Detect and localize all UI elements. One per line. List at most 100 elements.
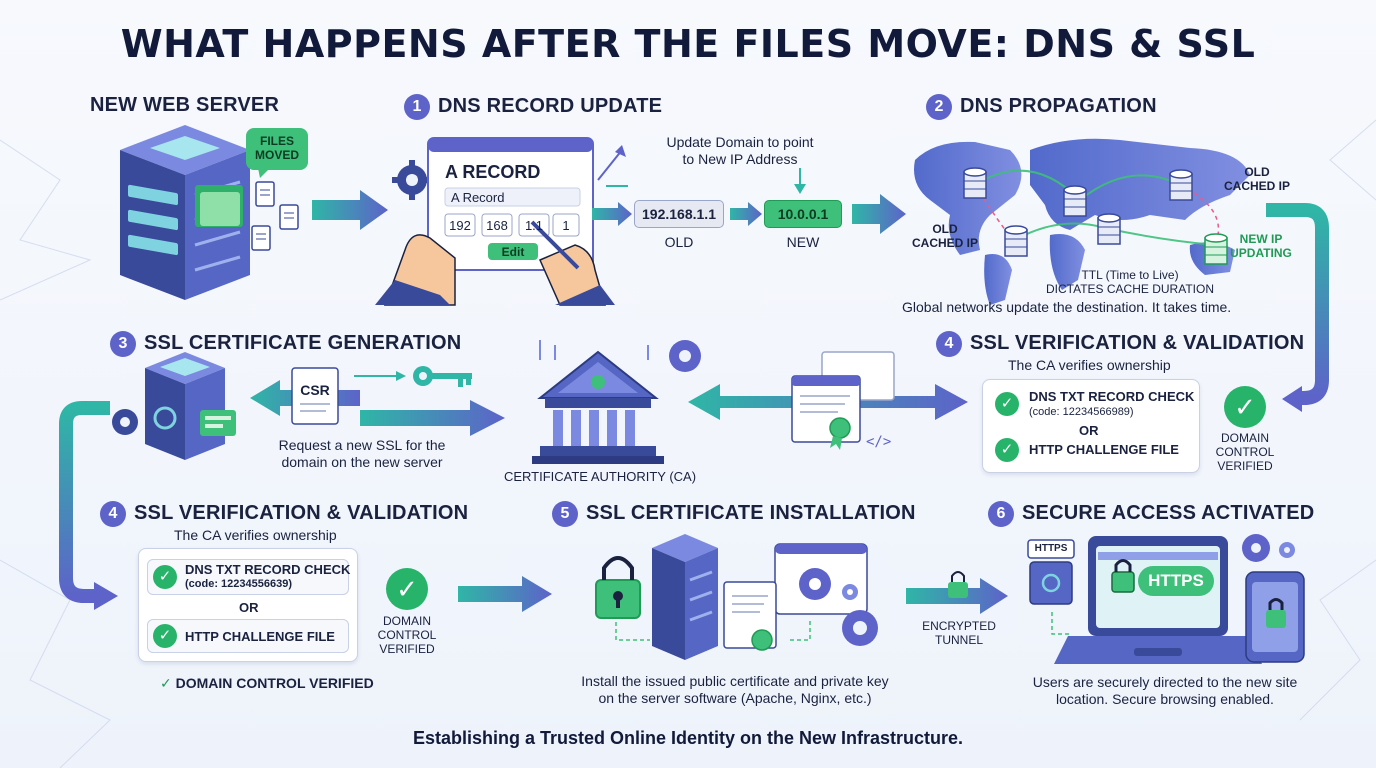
check-icon: ✓ xyxy=(995,392,1019,416)
new-ip-updating: NEW IP UPDATING xyxy=(1226,232,1296,260)
connector-map-to-verification xyxy=(1266,203,1329,405)
old-cached-ip-left: OLD CACHED IP xyxy=(910,222,980,250)
check-icon: ✓ xyxy=(153,624,177,648)
step1-heading: 1 DNS RECORD UPDATE xyxy=(404,94,662,120)
http-row-left xyxy=(147,619,349,653)
domain-verified-left-line1: DOMAIN xyxy=(383,614,431,628)
domain-verified-right-line2: CONTROL xyxy=(1215,445,1275,459)
step4-left-number: 4 xyxy=(100,501,126,527)
step6-heading-text: SECURE ACCESS ACTIVATED xyxy=(1022,502,1315,524)
old-cached-left-line2: CACHED IP xyxy=(911,236,978,250)
step1-number: 1 xyxy=(404,94,430,120)
step5-heading-text: SSL CERTIFICATE INSTALLATION xyxy=(586,502,916,524)
new-ip-box: 10.0.0.1 xyxy=(764,200,842,228)
tunnel-lock-graphic xyxy=(948,571,968,598)
files-moved-line2: MOVED xyxy=(254,148,299,162)
domain-verified-right-line3: VERIFIED xyxy=(1217,459,1273,473)
step2-heading: 2 DNS PROPAGATION xyxy=(926,94,1157,120)
check-icon: ✓ xyxy=(153,565,177,589)
dns-record-illustration xyxy=(375,137,628,306)
step6-number: 6 xyxy=(988,501,1014,527)
step2-number: 2 xyxy=(926,94,952,120)
ip-octet-3[interactable]: 1.1 xyxy=(524,218,544,233)
step1-heading-text: DNS RECORD UPDATE xyxy=(438,95,663,117)
secure-access-caption: Users are securely directed to the new s… xyxy=(1000,674,1330,708)
csr-caption: Request a new SSL for the domain on the … xyxy=(262,437,462,471)
old-cached-right-line2: CACHED IP xyxy=(1223,179,1290,193)
arrow-new-ip-to-map xyxy=(852,194,906,234)
svg-text:</>: </> xyxy=(866,434,891,450)
http-challenge-right: HTTP CHALLENGE FILE xyxy=(1029,442,1179,457)
arrow-verify-to-install xyxy=(458,576,552,612)
ip-octet-2[interactable]: 168 xyxy=(486,218,508,233)
check-mark-icon: ✓ xyxy=(160,675,176,691)
ca-label: CERTIFICATE AUTHORITY (CA) xyxy=(503,469,697,484)
csr-label: CSR xyxy=(300,382,330,398)
a-record-field: A Record xyxy=(451,190,505,205)
arrow-server-to-dns xyxy=(312,190,388,230)
new-server-heading: NEW WEB SERVER xyxy=(90,94,280,116)
ip-octet-4[interactable]: 1 xyxy=(562,218,570,233)
dns-txt-code-left: (code: 12234556639) xyxy=(185,578,293,590)
files-moved-badge: FILES MOVED xyxy=(248,134,306,162)
ip-octet-1[interactable]: 192 xyxy=(449,218,471,233)
old-cached-ip-right: OLD CACHED IP xyxy=(1222,165,1292,193)
arrow-dns-to-old-ip xyxy=(592,202,632,226)
step5-number: 5 xyxy=(552,501,578,527)
encrypted-tunnel-line1: ENCRYPTED xyxy=(922,619,996,633)
or-right: OR xyxy=(1079,423,1099,438)
installation-illustration xyxy=(595,534,878,660)
background-network-lines xyxy=(0,119,1376,768)
secure-access-illustration xyxy=(1027,534,1305,664)
domain-verified-right: DOMAIN CONTROL VERIFIED xyxy=(1206,431,1284,473)
https-badge[interactable]: HTTPS xyxy=(1148,571,1204,590)
domain-verified-right-line1: DOMAIN xyxy=(1221,431,1269,445)
ttl-note: TTL (Time to Live) DICTATES CACHE DURATI… xyxy=(1040,268,1220,296)
or-left: OR xyxy=(239,600,259,615)
encrypted-tunnel-line2: TUNNEL xyxy=(934,633,983,647)
step4-left-subtitle: The CA verifies ownership xyxy=(174,527,337,543)
arrow-csr-to-ca xyxy=(360,400,505,436)
ttl-line2: DICTATES CACHE DURATION xyxy=(1045,282,1214,296)
csr-caption-line2: domain on the new server xyxy=(281,454,443,470)
step4-right-number: 4 xyxy=(936,331,962,357)
new-server-illustration xyxy=(120,125,308,300)
install-caption: Install the issued public certificate an… xyxy=(540,673,930,707)
https-small-label: HTTPS xyxy=(1034,543,1068,554)
verification-box-right: ✓ DNS TXT RECORD CHECK (code: 1223456698… xyxy=(982,379,1200,473)
page-title: WHAT HAPPENS AFTER THE FILES MOVE: DNS &… xyxy=(120,22,1256,66)
domain-verified-left-line2: CONTROL xyxy=(377,628,437,642)
step4-left-heading-text: SSL VERIFICATION & VALIDATION xyxy=(134,502,469,524)
domain-verified-check-icon: ✓ xyxy=(1224,386,1266,428)
old-ip-label: OLD xyxy=(664,234,694,250)
http-challenge-left: HTTP CHALLENGE FILE xyxy=(185,629,335,644)
step6-heading: 6 SECURE ACCESS ACTIVATED xyxy=(988,501,1314,527)
domain-control-verified-footer: ✓ DOMAIN CONTROL VERIFIED xyxy=(160,675,374,692)
domain-verified-left-line3: VERIFIED xyxy=(379,642,435,656)
footer-tagline: Establishing a Trusted Online Identity o… xyxy=(412,728,964,748)
edit-button[interactable]: Edit xyxy=(501,245,525,259)
dns-server-cylinders xyxy=(963,167,1228,265)
old-ip-box: 192.168.1.1 xyxy=(634,200,724,228)
files-moved-line1: FILES xyxy=(259,134,294,148)
csr-caption-line1: Request a new SSL for the xyxy=(278,437,446,453)
certificate-illustration: </> xyxy=(791,351,895,450)
install-caption-line2: on the server software (Apache, Nginx, e… xyxy=(598,690,872,706)
dns-txt-row-left xyxy=(147,559,349,595)
dns-txt-check-right: DNS TXT RECORD CHECK xyxy=(1029,389,1195,404)
domain-verified-left: DOMAIN CONTROL VERIFIED xyxy=(368,614,446,656)
arrow-old-to-new-ip xyxy=(730,202,762,226)
step4-right-subtitle: The CA verifies ownership xyxy=(1008,357,1171,373)
ttl-line1: TTL (Time to Live) xyxy=(1081,268,1179,282)
dns-update-note: Update Domain to point to New IP Address xyxy=(640,134,840,168)
connector-step3-to-step4 xyxy=(59,401,110,603)
install-caption-line1: Install the issued public certificate an… xyxy=(581,673,889,689)
dns-update-note-line1: Update Domain to point xyxy=(666,134,814,150)
step2-heading-text: DNS PROPAGATION xyxy=(960,95,1157,117)
step5-heading: 5 SSL CERTIFICATE INSTALLATION xyxy=(552,501,916,527)
dns-txt-code-right: (code: 12234566989) xyxy=(1029,406,1134,418)
domain-control-verified-text: DOMAIN CONTROL VERIFIED xyxy=(175,675,374,691)
